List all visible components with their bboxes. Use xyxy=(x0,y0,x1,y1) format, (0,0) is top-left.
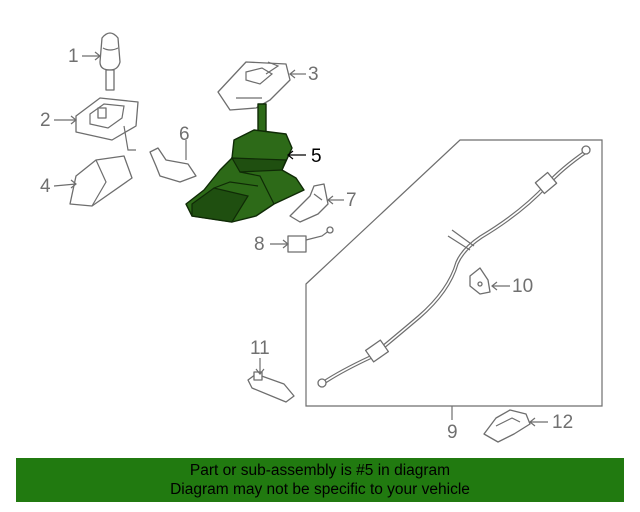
part-6-bracket[interactable] xyxy=(149,140,197,183)
callout-2: 2 xyxy=(40,110,77,131)
callout-8: 8 xyxy=(254,234,289,255)
part-11-bracket[interactable] xyxy=(247,371,295,403)
callout-1: 1 xyxy=(68,46,101,67)
svg-text:1: 1 xyxy=(68,46,79,67)
part-2-indicator-bezel[interactable] xyxy=(75,97,139,151)
part-10-clip[interactable] xyxy=(469,267,491,295)
part-12-cable-bracket[interactable] xyxy=(483,409,531,443)
parts-diagram: 1 2 4 6 3 xyxy=(40,32,603,443)
part-5-shifter-assembly[interactable] xyxy=(185,103,305,223)
callout-7: 7 xyxy=(327,190,357,211)
svg-text:3: 3 xyxy=(308,64,319,85)
callout-4: 4 xyxy=(40,176,77,197)
svg-text:10: 10 xyxy=(512,276,533,297)
callout-10: 10 xyxy=(491,276,533,297)
svg-text:11: 11 xyxy=(250,338,270,359)
banner-line-1: Part or sub-assembly is #5 in diagram xyxy=(189,462,451,479)
svg-text:7: 7 xyxy=(346,190,357,211)
part-7-bracket[interactable] xyxy=(289,183,329,223)
callout-5: 5 xyxy=(287,146,322,167)
svg-text:2: 2 xyxy=(40,110,51,131)
svg-text:8: 8 xyxy=(254,234,265,255)
callout-12: 12 xyxy=(529,412,573,433)
svg-text:5: 5 xyxy=(311,146,322,167)
callout-11: 11 xyxy=(250,338,270,375)
callout-3: 3 xyxy=(289,64,319,85)
svg-text:6: 6 xyxy=(179,124,190,145)
part-notice-banner: Part or sub-assembly is #5 in diagram Di… xyxy=(16,458,624,502)
callout-9: 9 xyxy=(447,422,458,443)
part-4-trim-panel[interactable] xyxy=(69,155,133,207)
callout-6: 6 xyxy=(179,124,190,145)
part-1-shift-knob[interactable] xyxy=(99,32,121,91)
svg-text:9: 9 xyxy=(447,422,458,443)
part-8-connector[interactable] xyxy=(287,226,334,253)
banner-line-2: Diagram may not be specific to your vehi… xyxy=(170,481,470,498)
svg-text:12: 12 xyxy=(552,412,573,433)
part-9-cable-group[interactable] xyxy=(305,139,603,420)
part-3-console-cover[interactable] xyxy=(217,61,291,111)
svg-text:4: 4 xyxy=(40,176,51,197)
